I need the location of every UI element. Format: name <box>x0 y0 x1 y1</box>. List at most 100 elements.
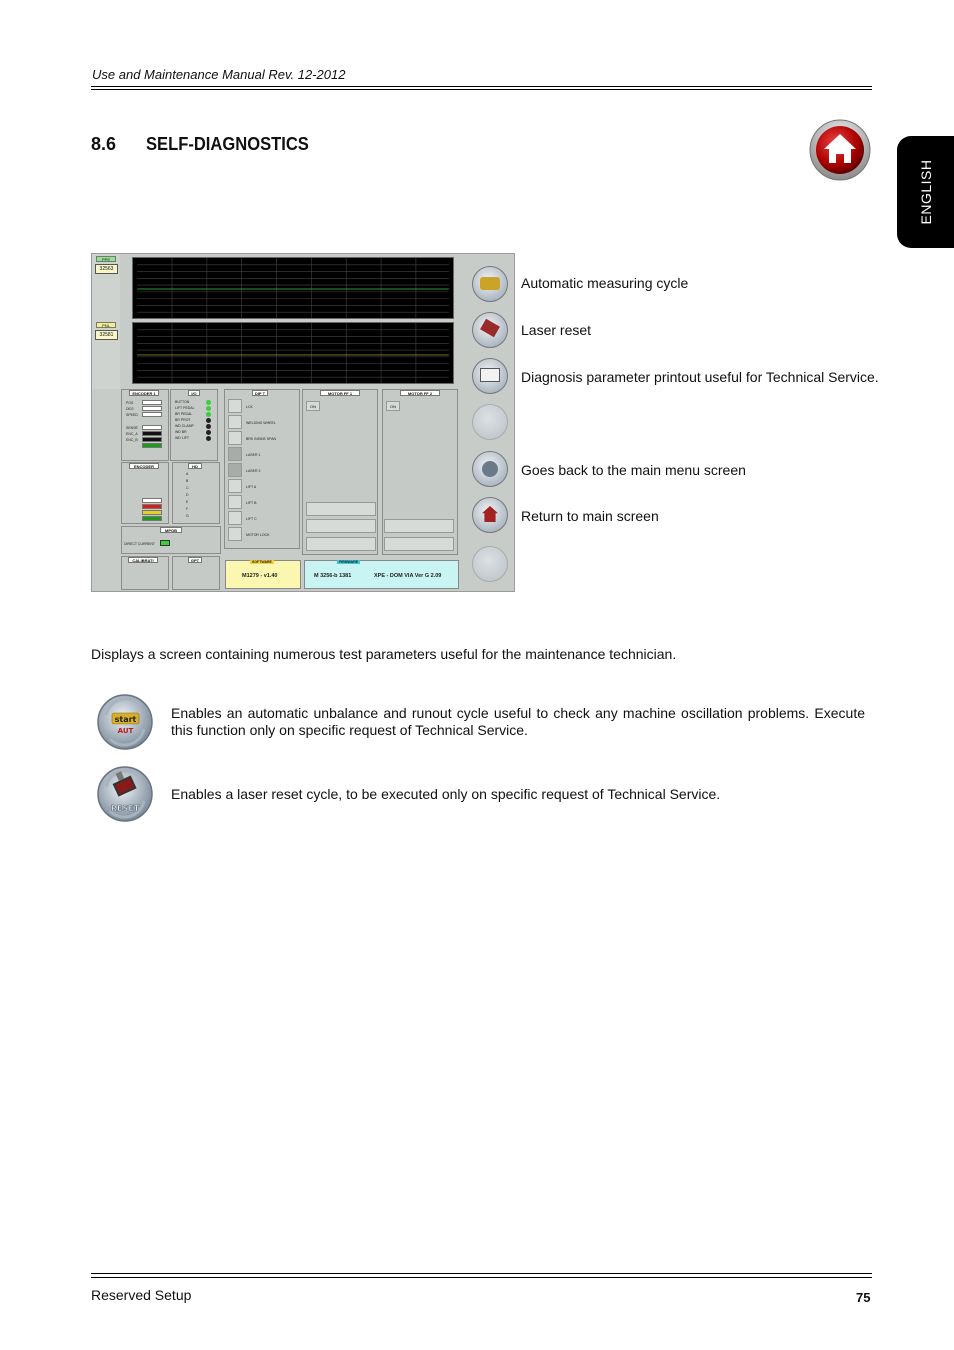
intro-paragraph: Displays a screen containing numerous te… <box>91 646 677 662</box>
svg-text:start: start <box>115 715 137 724</box>
gpt-title: GPT <box>188 557 202 563</box>
io-title: I/O <box>188 390 200 396</box>
legend-item: Diagnosis parameter printout useful for … <box>521 369 879 385</box>
description: Enables a laser reset cycle, to be execu… <box>171 786 721 802</box>
ppe-graph <box>132 257 454 319</box>
diagnostics-screenshot: PPE 32563 PNL 32581 <box>91 253 515 592</box>
calibration-title: CALIBRATI <box>128 557 158 563</box>
dip-switch[interactable] <box>228 495 242 509</box>
laser-reset-icon: RESET <box>97 766 153 822</box>
header-text: Use and Maintenance Manual Rev. 12-2012 <box>92 67 346 82</box>
language-tab: ENGLISH <box>897 136 954 248</box>
legend-item: Return to main screen <box>521 508 659 524</box>
firmware-box <box>304 560 459 589</box>
dip-label: LASER 1 <box>246 453 261 457</box>
dip-label: WELDING WHEEL <box>246 421 276 425</box>
dip-label: LIFT B <box>246 501 257 505</box>
dip-switch[interactable] <box>228 479 242 493</box>
io-led <box>206 418 211 423</box>
io-item: BUTTON <box>175 400 190 404</box>
dip-switch[interactable] <box>228 399 242 413</box>
motor-ff1-action[interactable] <box>306 519 376 533</box>
encoder2-indicator <box>142 510 162 515</box>
software-box <box>225 560 301 589</box>
io-item: WD LIFT <box>175 436 189 440</box>
encoder-indicator <box>142 437 162 442</box>
encoder-indicator <box>142 431 162 436</box>
io-led <box>206 412 211 417</box>
hd-label: B <box>186 479 189 483</box>
section-title: SELF-DIAGNOSTICS <box>146 134 309 154</box>
back-arrow-icon <box>482 461 498 477</box>
encoder2-title: ENCODER <box>129 463 159 469</box>
svg-text:AUT: AUT <box>118 727 134 735</box>
motor-ff1-action[interactable] <box>306 502 376 516</box>
home-icon <box>809 119 871 181</box>
svg-text:RESET: RESET <box>111 804 140 813</box>
section-number: 8.6 <box>91 134 117 154</box>
io-led <box>206 406 211 411</box>
dip-switch[interactable] <box>228 463 242 477</box>
dip-switch[interactable] <box>228 511 242 525</box>
io-led <box>206 400 211 405</box>
motor-ff2-action[interactable] <box>384 519 454 533</box>
io-led <box>206 436 211 441</box>
mpgb-title: MPGB <box>160 527 182 533</box>
io-item: LIFT PEDAL <box>175 406 195 410</box>
encoder-value-box <box>142 400 162 405</box>
motor-ff2-action[interactable] <box>384 537 454 551</box>
dip-switch[interactable] <box>228 527 242 541</box>
printer-icon <box>480 368 500 382</box>
legend-item: Laser reset <box>521 322 592 338</box>
ppe-label: PPE <box>96 256 116 262</box>
legend-item: Goes back to the main menu screen <box>521 462 746 478</box>
dip-label: LCK <box>246 405 253 409</box>
motor-ff1-action[interactable] <box>306 537 376 551</box>
pnl-graph <box>132 322 454 384</box>
hd-label: A <box>186 472 189 476</box>
dip-label: LIFT C <box>246 517 257 521</box>
header-rule <box>91 86 872 87</box>
io-item: BR PEDAL <box>175 412 193 416</box>
left-column <box>92 254 120 389</box>
hd-label: C <box>186 486 189 490</box>
pnl-label: PNL <box>96 322 116 328</box>
dip-label: MOTOR LOCK <box>246 533 270 537</box>
disabled-button <box>472 546 508 582</box>
ppe-value: 32563 <box>95 264 118 274</box>
dip-label: LASER 2 <box>246 469 261 473</box>
description: Enables an automatic unbalance and runou… <box>171 705 865 738</box>
start-aut-icon <box>480 277 500 290</box>
page-number: 75 <box>856 1290 871 1305</box>
encoder-label: ENC_A <box>126 432 138 436</box>
dip-label: LIFT A <box>246 485 257 489</box>
io-item: WD BR <box>175 430 187 434</box>
encoder1-title: ENCODER 1 <box>129 390 159 396</box>
motor-ff2-title: MOTOR FF 2 <box>400 390 440 396</box>
encoder-value-box <box>142 406 162 411</box>
hd-label: E <box>186 500 189 504</box>
footer-rule <box>91 1277 872 1278</box>
encoder-label: POS <box>126 401 134 405</box>
software-label: SOFTWARE <box>250 560 274 564</box>
direct-current-label: DIRECT CURRENT <box>124 542 156 546</box>
dip-label: BRK INSIDE SPAN <box>246 437 277 441</box>
direct-current-led <box>160 540 170 546</box>
footer-rule <box>91 1273 872 1274</box>
motor-ff1-on-button[interactable]: ON <box>306 401 320 411</box>
house-icon <box>482 506 498 522</box>
hd-label: F <box>186 507 189 511</box>
disabled-button <box>472 404 508 440</box>
legend-item: Automatic measuring cycle <box>521 275 689 291</box>
encoder-indicator <box>142 443 162 448</box>
device-version: XPE - DOM VIA Ver G 2.09 <box>374 573 442 579</box>
io-led <box>206 430 211 435</box>
header-rule <box>91 89 872 90</box>
encoder2-indicator <box>142 504 162 509</box>
dip-switch[interactable] <box>228 431 242 445</box>
dip-switch[interactable] <box>228 415 242 429</box>
io-item: BR PROT <box>175 418 191 422</box>
motor-ff2-on-button[interactable]: ON <box>386 401 400 411</box>
dip-switch[interactable] <box>228 447 242 461</box>
firmware-label: FIRMWARE <box>337 560 361 564</box>
